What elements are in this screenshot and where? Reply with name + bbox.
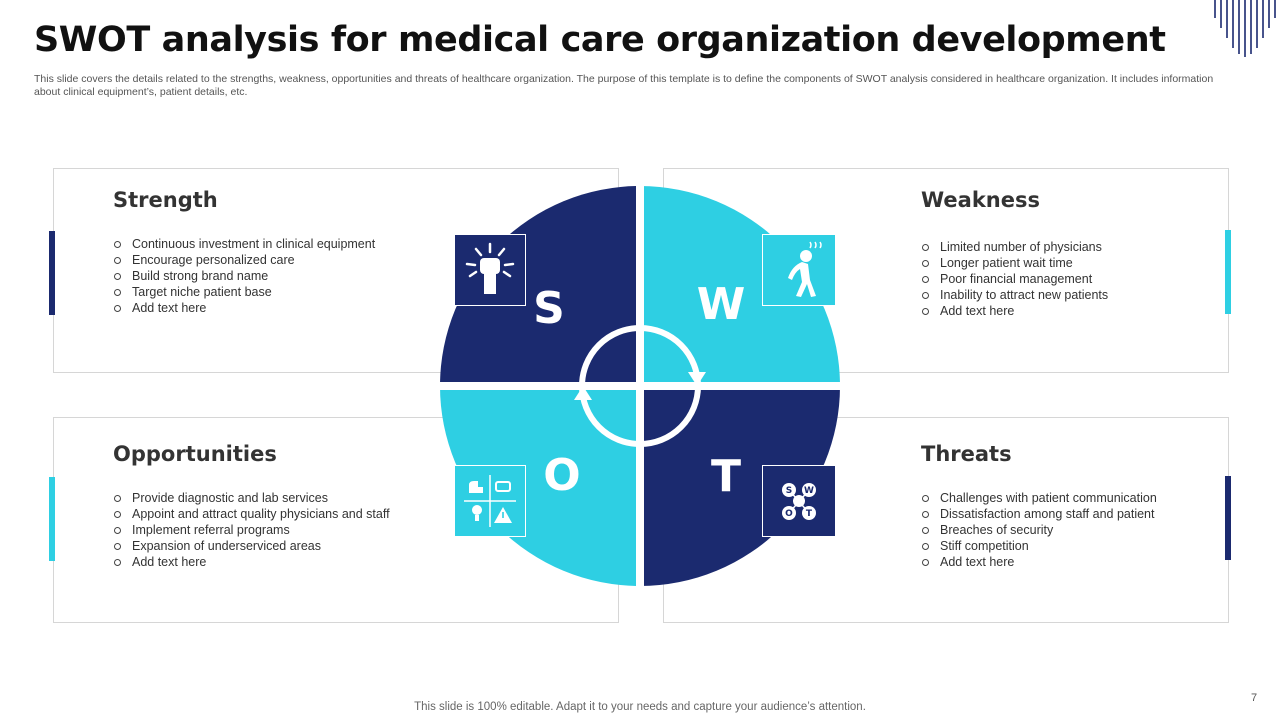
list-item: Stiff competition bbox=[922, 538, 1157, 554]
weakness-accent-bar bbox=[1225, 230, 1231, 314]
swot-grid-icon bbox=[454, 465, 526, 537]
list-item: Add text here bbox=[114, 300, 375, 316]
threats-title: Threats bbox=[921, 442, 1012, 466]
icon-letter-t: T bbox=[806, 509, 813, 519]
list-item: Encourage personalized care bbox=[114, 252, 375, 268]
raised-fist-icon bbox=[454, 234, 526, 306]
weakness-list: Limited number of physicians Longer pati… bbox=[922, 239, 1108, 319]
list-item: Dissatisfaction among staff and patient bbox=[922, 506, 1157, 522]
list-item: Build strong brand name bbox=[114, 268, 375, 284]
icon-letter-s: S bbox=[786, 486, 792, 496]
letter-s: S bbox=[533, 283, 565, 334]
list-item: Implement referral programs bbox=[114, 522, 390, 538]
cycle-arrows-icon bbox=[574, 325, 706, 447]
swot-letters-icon: S W O T bbox=[762, 465, 836, 537]
decorative-stripes bbox=[1214, 0, 1276, 57]
quadrant-s bbox=[440, 186, 640, 386]
slide-footer: This slide is 100% editable. Adapt it to… bbox=[414, 701, 866, 713]
quadrant-t bbox=[640, 386, 840, 586]
slide-subtitle: This slide covers the details related to… bbox=[34, 73, 1214, 98]
list-item: Add text here bbox=[922, 554, 1157, 570]
letter-t: T bbox=[711, 451, 741, 502]
list-item: Challenges with patient communication bbox=[922, 490, 1157, 506]
list-item: Appoint and attract quality physicians a… bbox=[114, 506, 390, 522]
strength-list: Continuous investment in clinical equipm… bbox=[114, 236, 375, 316]
list-item: Longer patient wait time bbox=[922, 255, 1108, 271]
list-item: Breaches of security bbox=[922, 522, 1157, 538]
strength-title: Strength bbox=[113, 188, 218, 212]
threats-list: Challenges with patient communication Di… bbox=[922, 490, 1157, 570]
list-item: Add text here bbox=[922, 303, 1108, 319]
slide-title: SWOT analysis for medical care organizat… bbox=[34, 20, 1166, 60]
list-item: Poor financial management bbox=[922, 271, 1108, 287]
opportunities-list: Provide diagnostic and lab services Appo… bbox=[114, 490, 390, 570]
list-item: Provide diagnostic and lab services bbox=[114, 490, 390, 506]
list-item: Target niche patient base bbox=[114, 284, 375, 300]
list-item: Add text here bbox=[114, 554, 390, 570]
list-item: Limited number of physicians bbox=[922, 239, 1108, 255]
tired-person-icon bbox=[762, 234, 836, 306]
swot-circle-diagram: S W O T bbox=[430, 176, 850, 596]
strength-accent-bar bbox=[49, 231, 55, 315]
quadrant-w bbox=[640, 186, 840, 386]
icon-letter-w: W bbox=[804, 486, 814, 496]
list-item: Inability to attract new patients bbox=[922, 287, 1108, 303]
icon-letter-o: O bbox=[785, 509, 793, 519]
list-item: Expansion of underserviced areas bbox=[114, 538, 390, 554]
page-number: 7 bbox=[1251, 692, 1258, 704]
list-item: Continuous investment in clinical equipm… bbox=[114, 236, 375, 252]
threats-accent-bar bbox=[1225, 476, 1231, 560]
weakness-title: Weakness bbox=[921, 188, 1040, 212]
opportunities-title: Opportunities bbox=[113, 442, 277, 466]
letter-w: W bbox=[697, 279, 746, 330]
quadrant-o bbox=[440, 386, 640, 586]
opportunities-accent-bar bbox=[49, 477, 55, 561]
letter-o: O bbox=[543, 450, 580, 501]
